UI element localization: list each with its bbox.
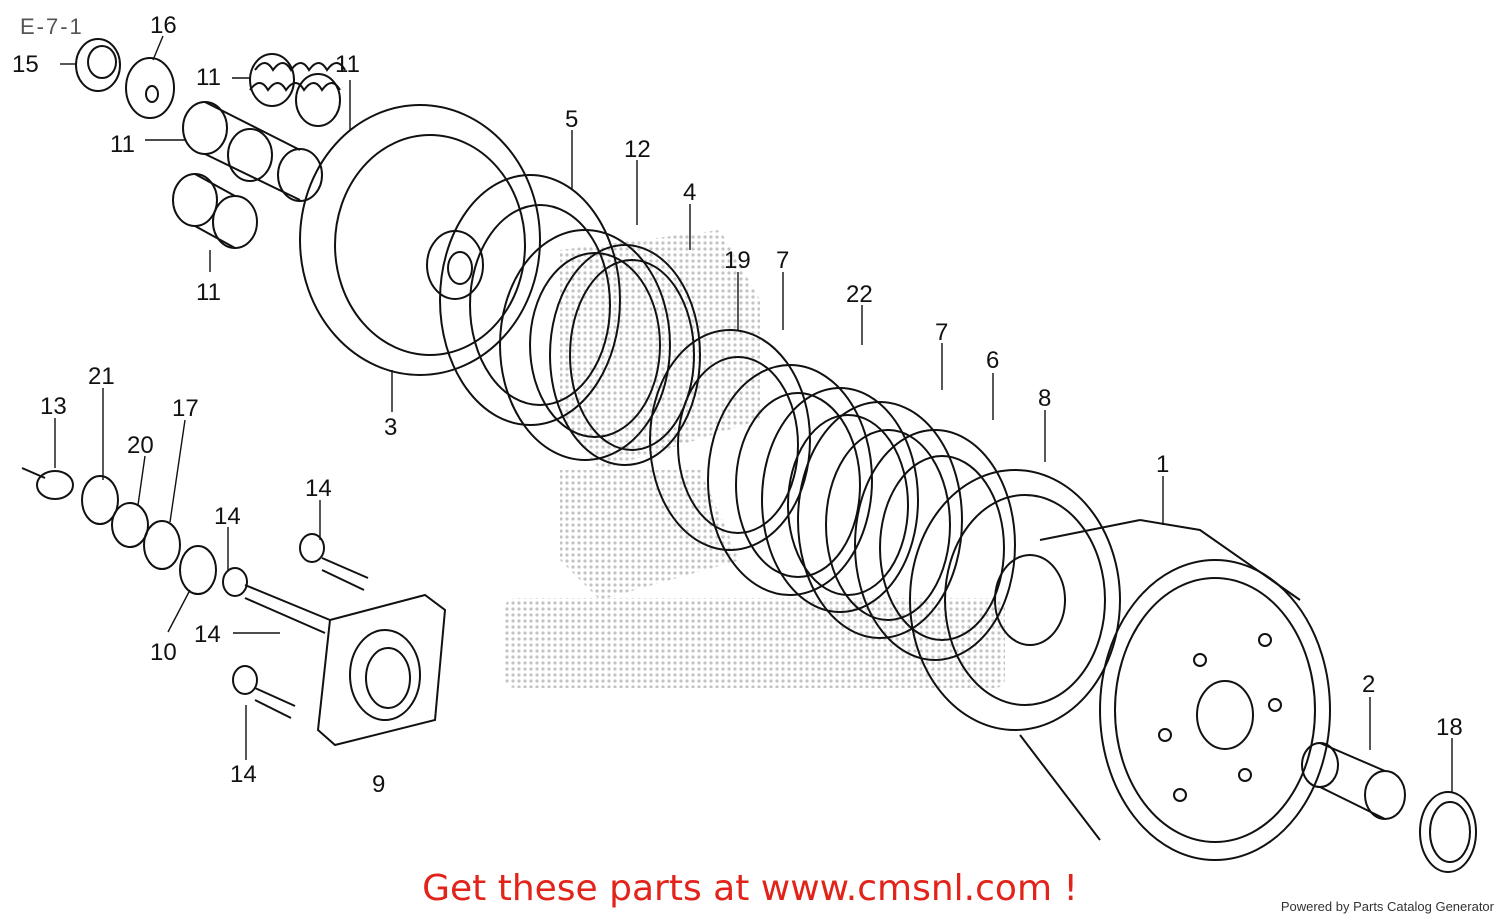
callout-20: 20 bbox=[127, 432, 154, 459]
callout-4: 4 bbox=[683, 179, 696, 206]
callout-22: 22 bbox=[846, 281, 873, 308]
clutch-spring-icon bbox=[172, 173, 258, 249]
clutch-spring-icon bbox=[249, 53, 346, 127]
friction-disc-22-icon bbox=[761, 387, 919, 613]
bearing-20-icon bbox=[111, 502, 149, 548]
bolt-14-icon bbox=[232, 665, 296, 719]
callout-2: 2 bbox=[1362, 671, 1375, 698]
lifter-plate-9-icon bbox=[316, 593, 447, 747]
callout-7: 7 bbox=[776, 247, 789, 274]
washer-10-icon bbox=[179, 545, 217, 595]
promo-link[interactable]: Get these parts at www.cmsnl.com ! bbox=[422, 868, 1078, 909]
washer-16-icon bbox=[125, 57, 175, 119]
callout-14: 14 bbox=[214, 503, 241, 530]
page-code: E-7-1 bbox=[20, 14, 84, 39]
leader-lines bbox=[54, 35, 1453, 792]
callout-11: 11 bbox=[110, 131, 135, 158]
callout-13: 13 bbox=[40, 393, 67, 420]
bolt-14-icon bbox=[222, 567, 331, 634]
pressure-plate-3-icon bbox=[299, 104, 541, 376]
credit-text: Powered by Parts Catalog Generator bbox=[1280, 899, 1494, 914]
plate-7-icon bbox=[797, 401, 963, 639]
plate-7-icon bbox=[707, 364, 873, 596]
clutch-center-8-icon bbox=[909, 469, 1121, 731]
callout-1: 1 bbox=[1156, 451, 1169, 478]
plate-19-icon bbox=[649, 329, 811, 551]
washer-18-icon bbox=[1419, 791, 1477, 873]
friction-disc-5-icon bbox=[439, 174, 621, 426]
circlip-21-icon bbox=[81, 475, 119, 525]
callout-15: 15 bbox=[12, 51, 39, 78]
callout-17: 17 bbox=[172, 395, 199, 422]
friction-disc-6-icon bbox=[854, 429, 1016, 661]
callout-6: 6 bbox=[986, 347, 999, 374]
callout-5: 5 bbox=[565, 106, 578, 133]
callout-16: 16 bbox=[150, 12, 177, 39]
callout-18: 18 bbox=[1436, 714, 1463, 741]
callout-14: 14 bbox=[230, 761, 257, 788]
callout-19: 19 bbox=[724, 247, 751, 274]
bolt-13-icon bbox=[21, 467, 74, 500]
callout-21: 21 bbox=[88, 363, 115, 390]
collar-2-icon bbox=[1301, 742, 1406, 820]
callout-12: 12 bbox=[624, 136, 651, 163]
callouts: 15 16 11 11 11 11 5 12 4 19 7 22 7 6 8 1… bbox=[12, 12, 1463, 798]
callout-14: 14 bbox=[194, 621, 221, 648]
callout-11: 11 bbox=[196, 279, 221, 306]
callout-8: 8 bbox=[1038, 385, 1051, 412]
ring-4-icon bbox=[549, 244, 701, 466]
clutch-outer-1-icon bbox=[1019, 519, 1331, 861]
nut-15-icon bbox=[75, 38, 121, 92]
callout-11: 11 bbox=[335, 51, 360, 78]
callout-3: 3 bbox=[384, 414, 397, 441]
washer-17-icon bbox=[143, 520, 181, 570]
callout-10: 10 bbox=[150, 639, 177, 666]
callout-11: 11 bbox=[196, 64, 221, 91]
promo-banner[interactable]: Get these parts at www.cmsnl.com ! bbox=[0, 868, 1500, 909]
callout-14: 14 bbox=[305, 475, 332, 502]
callout-7: 7 bbox=[935, 319, 948, 346]
clutch-spring-icon bbox=[182, 101, 323, 202]
bolt-14-icon bbox=[299, 533, 369, 591]
callout-9: 9 bbox=[372, 771, 385, 798]
